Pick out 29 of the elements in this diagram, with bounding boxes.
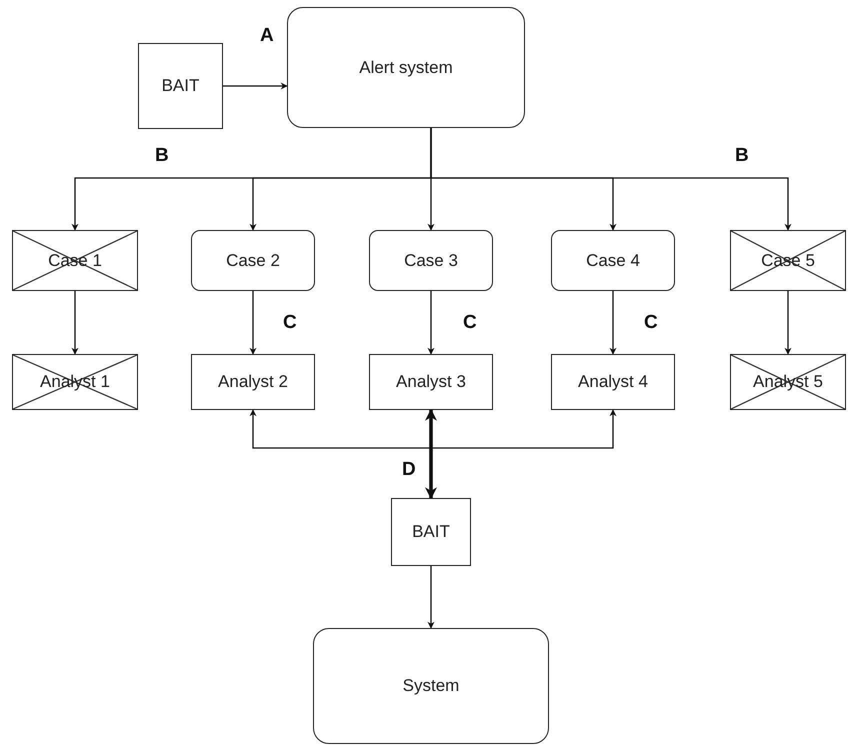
node-label: Analyst 4 [578, 372, 648, 392]
arrow [223, 82, 288, 90]
process-box [369, 354, 493, 410]
rounded-box [313, 628, 549, 744]
node-label: Analyst 2 [218, 372, 288, 392]
node-label: Alert system [359, 58, 453, 78]
arrow [610, 291, 616, 355]
arrow [428, 566, 434, 629]
node-label: Case 3 [404, 250, 458, 270]
node-label: Analyst 3 [396, 372, 466, 392]
node-label: System [402, 676, 460, 696]
rounded-box [551, 230, 675, 291]
rounded-box [287, 7, 525, 128]
arrow [784, 291, 792, 355]
arrow [425, 408, 437, 500]
process-box [551, 354, 675, 410]
process-box [391, 498, 471, 566]
rounded-box [369, 230, 493, 291]
node-label: BAIT [162, 76, 200, 96]
arrow [72, 291, 78, 355]
arrow [430, 128, 792, 231]
rounded-box [191, 230, 315, 291]
node-label: Case 2 [226, 250, 280, 270]
process-box [138, 43, 223, 129]
node-label: Case 4 [586, 250, 640, 270]
arrow [250, 291, 256, 355]
process-box [191, 354, 315, 410]
node-label: BAIT [412, 522, 450, 542]
arrow [428, 291, 434, 355]
